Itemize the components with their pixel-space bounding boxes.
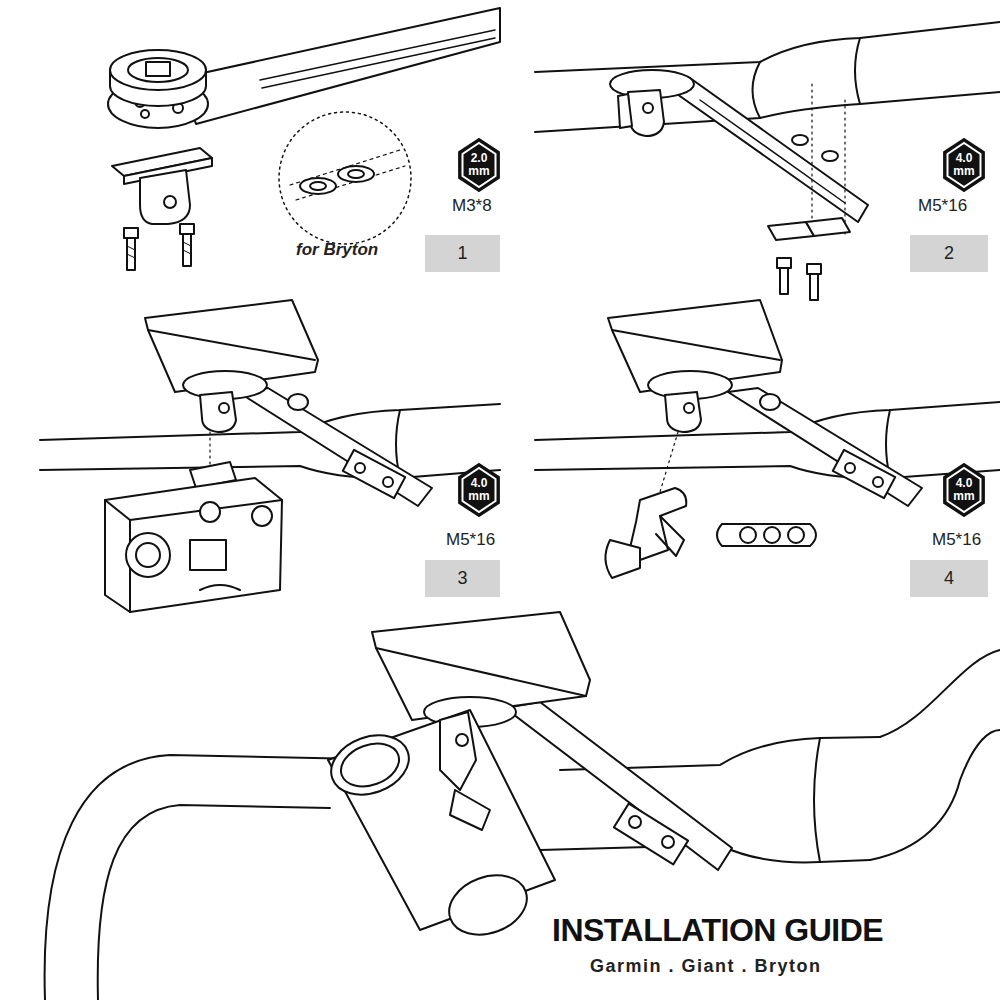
caption-holder: Garmin . Giant . Bryton [590, 956, 822, 977]
hex-size-text: 2.0 mm [464, 152, 494, 177]
hex-size-text: 4.0 mm [949, 152, 979, 177]
brand-caption: Garmin . Giant . Bryton [590, 956, 822, 976]
screw-size: M3*8 [452, 196, 492, 215]
label-holder: M5*16 [446, 530, 495, 550]
screw-size: M5*16 [932, 530, 981, 549]
step-number: 4 [944, 568, 954, 589]
label-holder: M5*16 [918, 196, 967, 216]
step-number-box: 1 [425, 235, 500, 272]
guide-title: INSTALLATION GUIDE [552, 912, 883, 948]
panel-one-art [108, 8, 500, 270]
label-holder: for Bryton [296, 240, 378, 260]
panel-three-art [40, 300, 500, 612]
screw-size: M5*16 [918, 196, 967, 215]
step-number: 3 [457, 568, 467, 589]
screw-size: M5*16 [446, 530, 495, 549]
hex-key-icon: 4.0 mm [940, 138, 988, 192]
panel-two-art [535, 22, 1000, 300]
label-holder: M5*16 [932, 530, 981, 550]
label-holder: M3*8 [452, 196, 492, 216]
bryton-note: for Bryton [296, 240, 378, 259]
main-view-art [45, 612, 1000, 1000]
hex-key-icon: 4.0 mm [455, 463, 503, 517]
step-number-box: 4 [910, 560, 988, 597]
title-holder: INSTALLATION GUIDE [552, 912, 883, 949]
step-number: 1 [457, 243, 467, 264]
panel-four-art [535, 300, 1000, 578]
hex-key-icon: 2.0 mm [455, 138, 503, 192]
step-number: 2 [944, 243, 954, 264]
step-number-box: 2 [910, 235, 988, 272]
hex-size-text: 4.0 mm [949, 477, 979, 502]
step-number-box: 3 [425, 560, 500, 597]
hex-key-icon: 4.0 mm [940, 463, 988, 517]
hex-size-text: 4.0 mm [464, 477, 494, 502]
